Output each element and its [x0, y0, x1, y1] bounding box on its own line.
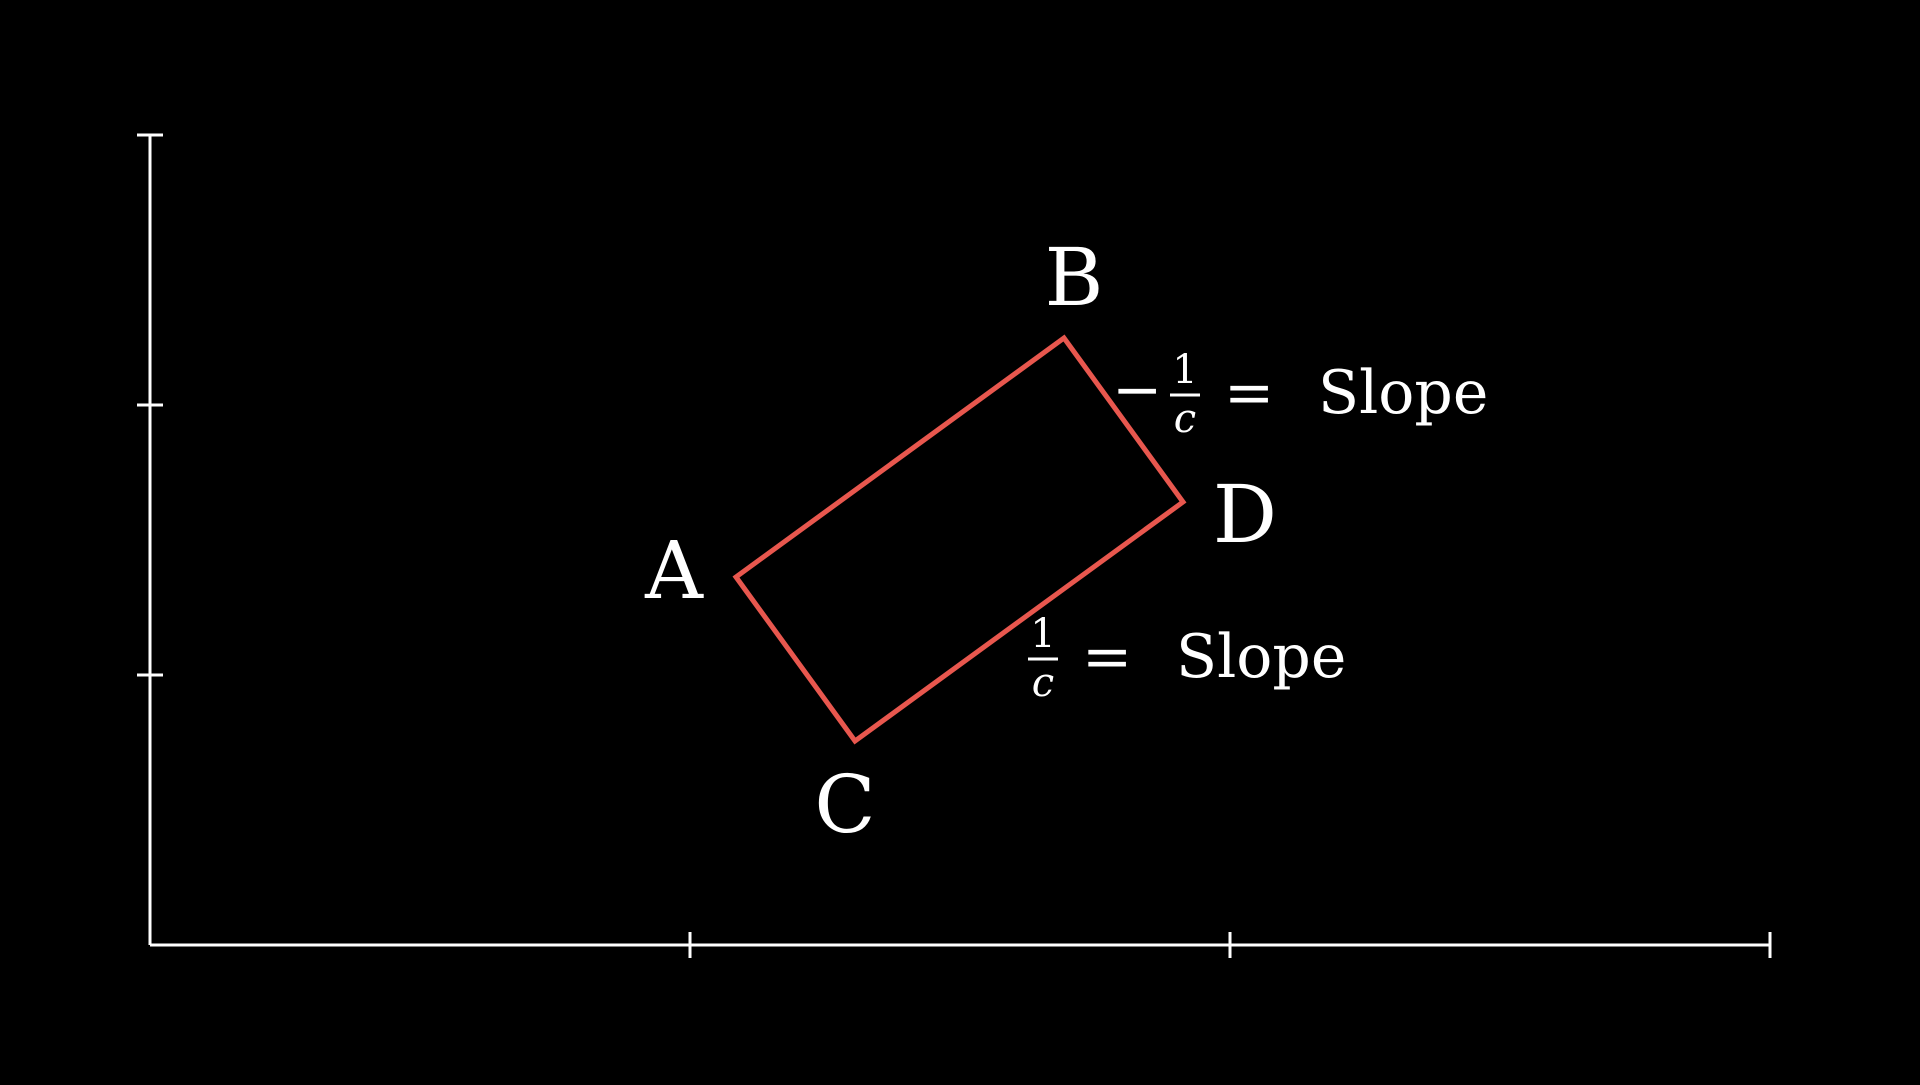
fraction-numerator: 1: [1030, 611, 1055, 657]
slope-label: Slope: [1176, 622, 1346, 692]
axes: [137, 133, 1772, 958]
vertex-label-c: C: [814, 758, 875, 851]
rectangle-abdc: [732, 334, 1187, 745]
fraction-numerator: 1: [1172, 347, 1197, 393]
fraction-denominator: c: [1174, 396, 1196, 442]
vertex-label-b: B: [1045, 231, 1104, 324]
slope-annotation-lower: 1 c = Slope: [1028, 611, 1346, 706]
fraction-denominator: c: [1032, 660, 1054, 706]
minus-sign: −: [1112, 355, 1162, 425]
slope-annotation-upper: − 1 c = Slope: [1112, 347, 1488, 442]
equals-sign: =: [1224, 358, 1274, 428]
equals-sign: =: [1082, 622, 1132, 692]
vertex-label-d: D: [1213, 468, 1277, 561]
slope-label: Slope: [1318, 358, 1488, 428]
vertex-label-a: A: [644, 524, 704, 617]
